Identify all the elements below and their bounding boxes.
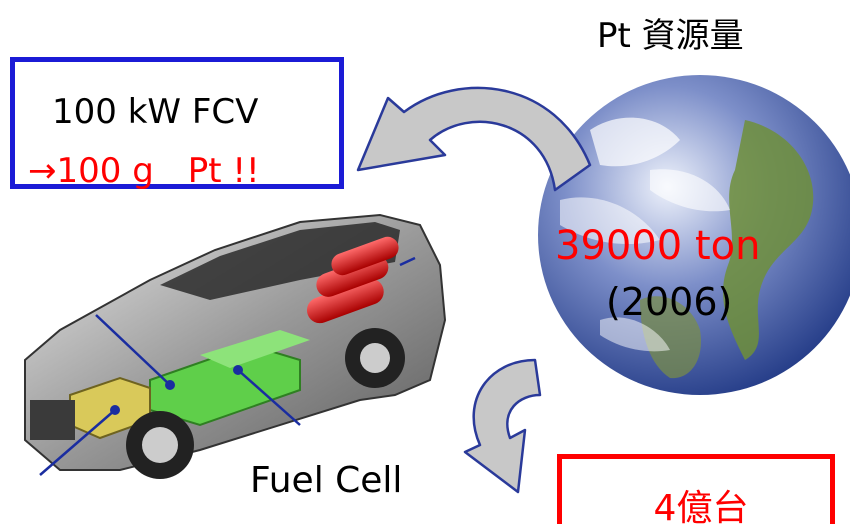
platinum-amount: 39000 ton bbox=[555, 223, 761, 269]
fcv-car-cutaway bbox=[24, 213, 447, 479]
result-value: 4億台 bbox=[653, 488, 749, 529]
wheel-icon bbox=[345, 328, 405, 388]
fuel-cell-label: Fuel Cell bbox=[250, 460, 403, 501]
hydrogen-tank-icon bbox=[306, 236, 399, 324]
radiator-icon bbox=[30, 400, 75, 440]
page-title: Pt 資源量 bbox=[597, 16, 744, 56]
fcv-box bbox=[10, 57, 344, 189]
wheel-icon bbox=[126, 411, 194, 479]
platinum-year: (2006) bbox=[606, 280, 733, 324]
earth-globe bbox=[538, 75, 850, 395]
fcv-platinum-label: →100 g Pt !! bbox=[28, 151, 260, 191]
curved-arrow-to-result-icon bbox=[463, 358, 542, 494]
result-box: 4億台 bbox=[557, 454, 835, 529]
callout-lines bbox=[39, 256, 416, 476]
curved-arrow-to-fcv-icon bbox=[356, 86, 592, 192]
fcv-power-label: 100 kW FCV bbox=[52, 92, 259, 132]
